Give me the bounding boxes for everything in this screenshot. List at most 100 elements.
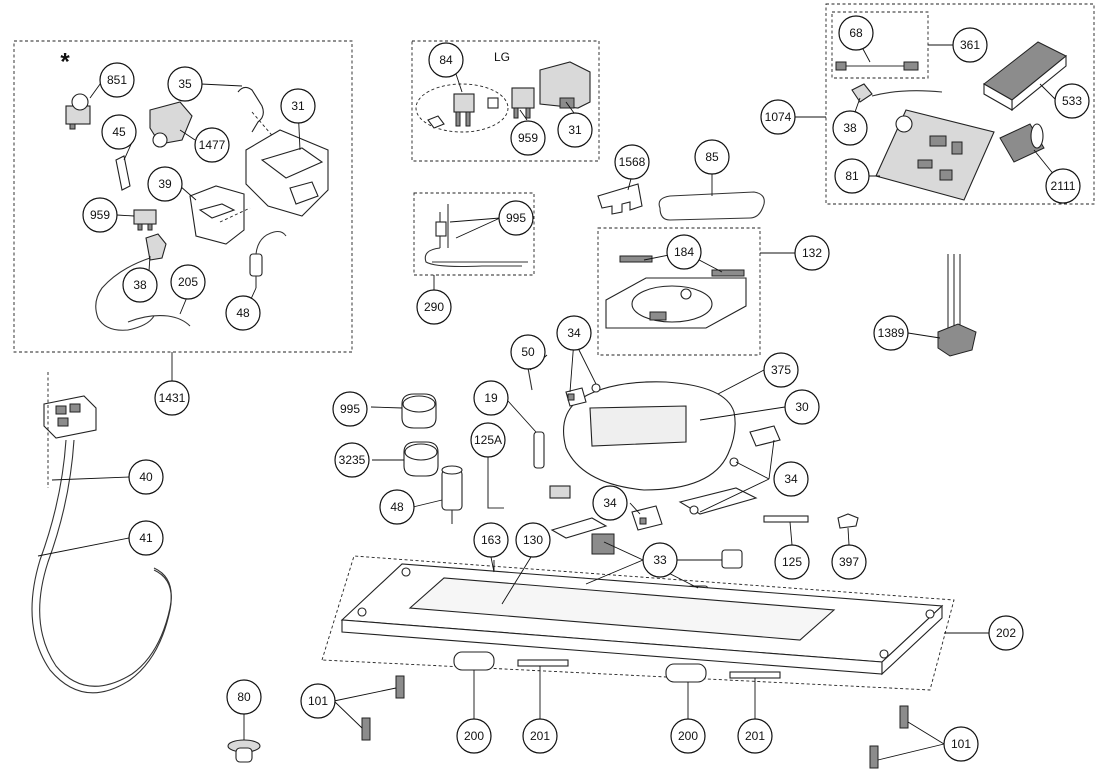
svg-text:1074: 1074 — [765, 110, 792, 124]
callout-205: 205 — [170, 264, 206, 300]
callout-200-left: 200 — [456, 718, 492, 754]
svg-text:30: 30 — [795, 400, 809, 414]
part-851-relay — [65, 93, 91, 130]
callout-1074: 1074 — [760, 99, 796, 135]
svg-text:1477: 1477 — [199, 138, 226, 152]
part-39-bracket — [189, 185, 251, 245]
callout-33: 33 — [642, 542, 678, 578]
part-202-base-plate — [321, 555, 955, 691]
part-34-grommet-top — [565, 383, 601, 407]
callout-3235: 3235 — [334, 442, 370, 478]
callout-201-left: 201 — [522, 718, 558, 754]
svg-text:290: 290 — [424, 300, 444, 314]
callout-85: 85 — [694, 139, 730, 175]
callout-959: 959 — [82, 197, 118, 233]
part-397-fitting — [837, 513, 859, 529]
part-2111-ferrite — [999, 123, 1045, 163]
callout-959-lg: 959 — [510, 120, 546, 156]
lg-label: LG — [494, 50, 510, 64]
svg-text:959: 959 — [518, 131, 538, 145]
svg-text:361: 361 — [960, 38, 980, 52]
svg-text:33: 33 — [653, 553, 667, 567]
svg-text:995: 995 — [340, 402, 360, 416]
part-959-lg-relay — [511, 87, 535, 119]
svg-text:533: 533 — [1062, 94, 1082, 108]
svg-text:397: 397 — [839, 555, 859, 569]
callout-48: 48 — [225, 295, 261, 331]
svg-text:201: 201 — [745, 729, 765, 743]
svg-text:81: 81 — [845, 169, 859, 183]
part-959-relay — [133, 209, 157, 231]
part-38-plug-wire — [95, 233, 167, 331]
svg-text:1568: 1568 — [619, 155, 646, 169]
svg-text:375: 375 — [771, 363, 791, 377]
svg-text:84: 84 — [439, 53, 453, 67]
svg-text:31: 31 — [568, 123, 582, 137]
part-125-rod — [763, 515, 809, 523]
callout-851: 851 — [99, 62, 135, 98]
callout-101-left: 101 — [300, 683, 336, 719]
callout-84: 84 — [428, 42, 464, 78]
part-1477-relay — [149, 101, 193, 148]
callout-200-right: 200 — [670, 718, 706, 754]
callout-375: 375 — [763, 352, 799, 388]
callout-39: 39 — [147, 166, 183, 202]
svg-text:40: 40 — [139, 470, 153, 484]
svg-text:959: 959 — [90, 208, 110, 222]
callout-40: 40 — [128, 459, 164, 495]
callout-202: 202 — [988, 615, 1024, 651]
callout-1477: 1477 — [194, 127, 230, 163]
part-101-screws — [361, 675, 909, 769]
svg-text:34: 34 — [784, 472, 798, 486]
callout-30: 30 — [784, 389, 820, 425]
part-132-tray — [605, 277, 747, 329]
part-125A-rod — [487, 480, 504, 509]
svg-text:184: 184 — [674, 245, 694, 259]
part-1568-clip — [597, 183, 643, 215]
callout-125A: 125A — [470, 422, 506, 458]
svg-text:202: 202 — [996, 626, 1016, 640]
callout-31: 31 — [280, 88, 316, 124]
box-thermostat-290 — [413, 192, 535, 276]
part-533-module — [983, 41, 1067, 112]
svg-text:85: 85 — [705, 150, 719, 164]
svg-text:50: 50 — [521, 345, 535, 359]
part-200-feet — [453, 651, 707, 683]
part-85-wire-loop — [658, 191, 765, 221]
callout-81: 81 — [834, 158, 870, 194]
svg-text:31: 31 — [291, 99, 305, 113]
svg-text:68: 68 — [849, 26, 863, 40]
svg-text:19: 19 — [484, 391, 498, 405]
callout-533: 533 — [1054, 83, 1090, 119]
svg-text:1389: 1389 — [878, 326, 905, 340]
lg-relay-detail-ring — [415, 83, 509, 133]
asterisk-mark: * — [60, 49, 70, 76]
box-tray-132 — [597, 227, 761, 356]
svg-text:35: 35 — [178, 77, 192, 91]
box-controller-1074 — [825, 3, 1095, 205]
callout-2111: 2111 — [1045, 168, 1081, 204]
leader-lines — [37, 35, 1064, 761]
svg-text:80: 80 — [237, 690, 251, 704]
callout-34-top: 34 — [556, 315, 592, 351]
callout-361: 361 — [952, 27, 988, 63]
part-995-thermostat-probe — [424, 204, 528, 268]
callout-19: 19 — [473, 380, 509, 416]
callout-125: 125 — [774, 544, 810, 580]
svg-text:2111: 2111 — [1051, 179, 1076, 193]
part-31-lg-cover — [539, 61, 591, 109]
part-68-cable — [835, 61, 919, 71]
svg-text:851: 851 — [107, 73, 127, 87]
svg-text:34: 34 — [567, 326, 581, 340]
callout-45: 45 — [101, 114, 137, 150]
svg-text:101: 101 — [951, 737, 971, 751]
part-34-grommet-right — [729, 425, 781, 467]
callout-130: 130 — [515, 522, 551, 558]
part-50-pin — [527, 367, 533, 391]
svg-text:163: 163 — [481, 533, 501, 547]
part-48-capacitor-small — [249, 230, 287, 288]
svg-text:38: 38 — [133, 278, 147, 292]
callout-397: 397 — [831, 544, 867, 580]
svg-text:41: 41 — [139, 531, 153, 545]
callout-35: 35 — [167, 66, 203, 102]
